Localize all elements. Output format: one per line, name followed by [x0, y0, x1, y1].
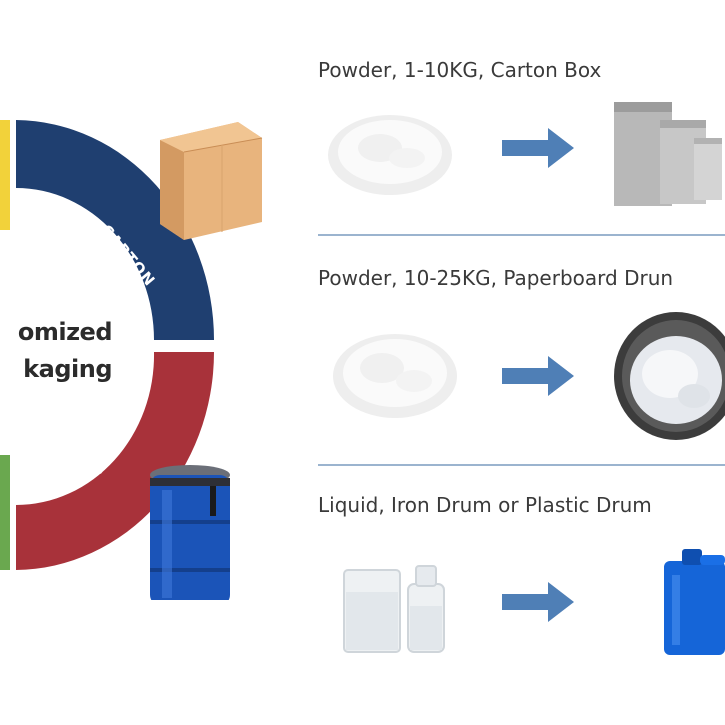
carton-box-image: [160, 122, 263, 240]
edge-strip-green: [0, 455, 10, 570]
edge-strip-yellow: [0, 120, 10, 230]
packaging-wheel: CARTON LIQUID: [0, 120, 263, 600]
liquid-segment: [16, 352, 214, 570]
arrow-icon: [502, 582, 574, 622]
white-powder-plate-image: [328, 115, 452, 195]
blue-jerrycan-image: [664, 549, 725, 655]
row-title-powder-paperboard: Powder, 10-25KG, Paperboard Drun: [318, 266, 674, 290]
row-divider: [318, 464, 725, 466]
arrow-icon: [502, 356, 574, 396]
arrow-icon: [502, 128, 574, 168]
row-divider: [318, 234, 725, 236]
center-text-line1: omized: [17, 318, 113, 346]
row-title-powder-carton: Powder, 1-10KG, Carton Box: [318, 58, 602, 82]
carton-segment: [16, 120, 214, 340]
white-powder-plate-image: [333, 334, 457, 418]
paperboard-drum-image: [614, 312, 725, 440]
row-title-liquid-drum: Liquid, Iron Drum or Plastic Drum: [318, 493, 652, 517]
glass-beaker-and-bottle-image: [343, 565, 445, 653]
center-text-line2: kaging: [23, 355, 112, 383]
foil-bags-image: [614, 102, 722, 206]
blue-barrel-image: [150, 465, 230, 600]
